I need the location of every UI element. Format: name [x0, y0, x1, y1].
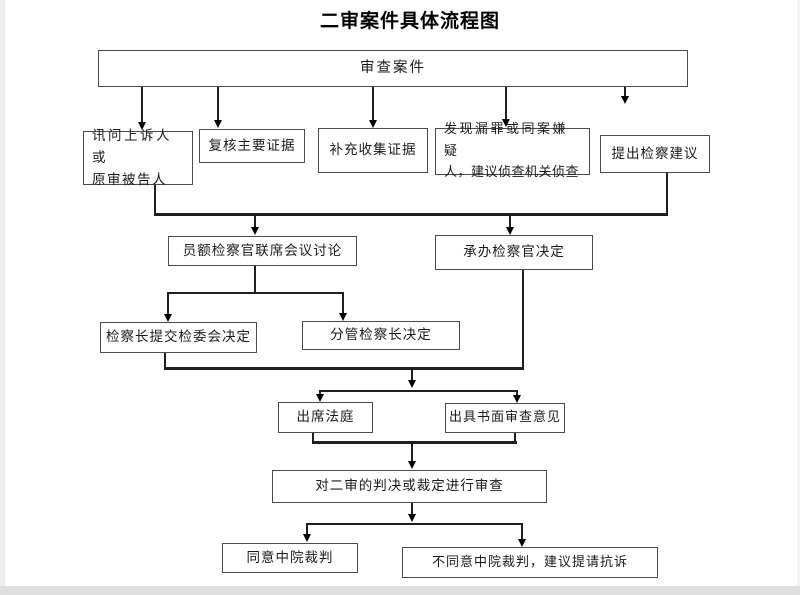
connector-split2-to-court [319, 392, 321, 395]
connector-split1-to-deputy [342, 294, 344, 313]
node-verify-main-evidence: 复核主要证据 [199, 129, 305, 163]
connector-merge-line-1 [154, 213, 668, 216]
arrowhead-disagree [518, 539, 526, 547]
connector-split3-to-disagree [521, 525, 523, 539]
connector-merge3-to-review [411, 444, 413, 461]
node-discover-omitted-crime: 发现漏罪或同案嫌疑 人，建议侦查机关侦查 [435, 122, 590, 180]
page-edge-right [797, 0, 800, 595]
node-label: 复核主要证据 [208, 137, 296, 154]
connector-court-down [312, 433, 314, 442]
node-agree-court-ruling: 同意中院裁判 [222, 543, 358, 573]
connector-review-to-collect [372, 87, 374, 120]
node-label: 对二审的判决或裁定进行审查 [315, 478, 504, 495]
node-label: 发现漏罪或同案嫌疑 [444, 122, 569, 159]
connector-split2-to-opinion [516, 392, 518, 395]
connector-review-judgment-down [411, 503, 413, 514]
node-label: 审查案件 [360, 59, 426, 76]
connector-prosecutor-down [522, 270, 524, 368]
node-case-prosecutor-decision: 承办检察官决定 [435, 235, 593, 270]
arrowhead-review-judgment [408, 461, 416, 469]
page-title: 二审案件具体流程图 [319, 10, 500, 32]
connector-split-bar-3 [306, 523, 523, 525]
arrowhead-deputy-chief [339, 313, 347, 321]
page-edge-bottom [0, 586, 800, 595]
connector-merge-line-3 [312, 441, 517, 444]
connector-meeting-down [254, 266, 256, 293]
node-chief-submit-committee: 检察长提交检委会决定 [100, 322, 257, 353]
node-disagree-suggest-protest: 不同意中院裁判，建议提请抗诉 [402, 547, 658, 578]
node-label: 同意中院裁判 [246, 549, 334, 566]
node-supplement-collect-evidence: 补充收集证据 [318, 128, 428, 173]
connector-chief-down [164, 353, 166, 368]
connector-merge2-down [411, 370, 413, 380]
node-joint-meeting-discussion: 员额检察官联席会议讨论 [168, 236, 357, 266]
connector-review-to-suggestion [624, 87, 626, 96]
node-attend-court: 出席法庭 [278, 402, 373, 433]
connector-opinion-down [514, 433, 516, 442]
connector-split3-to-agree [306, 525, 308, 534]
connector-split-bar-2 [319, 390, 518, 392]
connector-interrogate-down [154, 185, 156, 214]
arrowhead-attend-court [316, 394, 324, 402]
connector-review-to-discover [505, 87, 507, 119]
arrowhead-collect [369, 120, 377, 128]
arrowhead-interrogate [138, 122, 146, 130]
page-edge-left [0, 0, 5, 595]
connector-review-to-interrogate [141, 87, 143, 122]
arrowhead-meeting [251, 227, 259, 235]
arrowhead-chief-committee [164, 314, 172, 322]
node-label: 不同意中院裁判，建议提请抗诉 [431, 554, 628, 570]
node-label: 承办检察官决定 [463, 244, 565, 261]
node-interrogate-appellant: 讯问上诉人或 原审被告人 [83, 128, 193, 188]
node-label: 出席法庭 [296, 409, 355, 426]
node-review-judgment-ruling: 对二审的判决或裁定进行审查 [272, 470, 547, 503]
node-label: 补充收集证据 [329, 142, 417, 159]
node-label: 员额检察官联席会议讨论 [182, 242, 343, 259]
node-label: 讯问上诉人或 [92, 127, 172, 166]
arrowhead-split3 [408, 514, 416, 522]
connector-merge1-to-meeting [254, 216, 256, 228]
arrowhead-merge2 [408, 380, 416, 388]
node-review-case: 审查案件 [98, 50, 688, 87]
arrowhead-written-opinion [513, 395, 521, 403]
node-label: 提出检察建议 [611, 145, 699, 162]
node-written-review-opinion: 出具书面审查意见 [445, 403, 565, 433]
connector-split1-to-chief [167, 294, 169, 314]
connector-merge-line-2 [164, 367, 524, 370]
node-label: 分管检察长决定 [330, 327, 432, 344]
node-label: 检察长提交检委会决定 [106, 329, 251, 346]
node-prosecutorial-suggestion: 提出检察建议 [600, 135, 710, 173]
connector-merge1-to-prosecutor [509, 216, 511, 228]
node-label: 人，建议侦查机关侦查 [444, 165, 580, 181]
arrowhead-prosecutor-decision [506, 227, 514, 235]
arrowhead-discover [502, 119, 510, 127]
node-label: 原审被告人 [92, 172, 167, 189]
arrowhead-suggestion [621, 96, 629, 104]
connector-review-to-verify [217, 87, 219, 120]
arrowhead-verify [214, 120, 222, 128]
connector-suggestion-down [666, 173, 668, 214]
connector-split-bar-1 [167, 292, 344, 294]
node-label: 出具书面审查意见 [448, 410, 561, 426]
arrowhead-agree [303, 534, 311, 542]
node-deputy-chief-decision: 分管检察长决定 [302, 321, 460, 350]
